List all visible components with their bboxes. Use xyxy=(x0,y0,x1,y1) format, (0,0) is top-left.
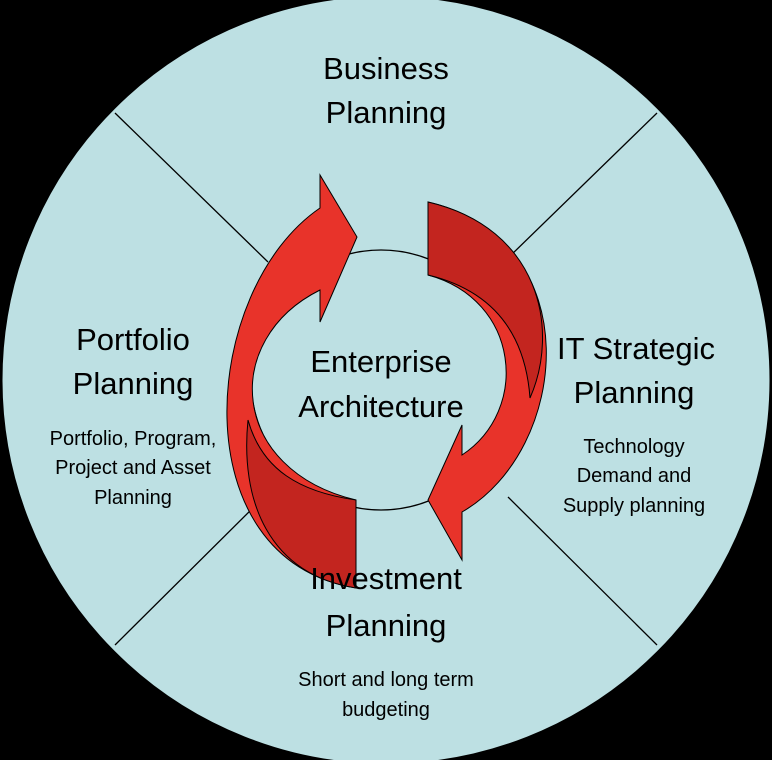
business-title-line1: Business xyxy=(323,51,449,86)
portfolio-desc-line2: Project and Asset xyxy=(55,457,211,479)
it-strategic-title-line2: Planning xyxy=(574,375,695,410)
portfolio-title-line2: Planning xyxy=(73,366,194,401)
divider-bottom-left xyxy=(114,496,265,646)
it-strategic-desc-line2: Demand and xyxy=(577,465,692,487)
business-title-line2: Planning xyxy=(326,95,447,130)
center-title-line1: Enterprise xyxy=(310,344,451,379)
center-title-line2: Architecture xyxy=(298,389,463,424)
portfolio-desc-line1: Portfolio, Program, xyxy=(50,428,217,450)
it-strategic-desc-line3: Supply planning xyxy=(563,495,705,517)
cycle-arrow-left-shade xyxy=(246,419,357,589)
divider-top-right xyxy=(507,112,658,259)
divider-top-left xyxy=(114,112,269,263)
cycle-arrow-right-shade xyxy=(427,201,544,399)
it-strategic-title-line1: IT Strategic xyxy=(557,331,715,366)
investment-title-line1: Investment xyxy=(310,561,462,596)
it-strategic-desc-line1: Technology xyxy=(583,436,684,458)
portfolio-desc-line3: Planning xyxy=(94,487,172,509)
investment-desc-line2: budgeting xyxy=(342,699,430,721)
portfolio-title-line1: Portfolio xyxy=(76,322,190,357)
investment-title-line2: Planning xyxy=(326,608,447,643)
investment-desc-line1: Short and long term xyxy=(298,669,474,691)
divider-bottom-right xyxy=(507,496,658,646)
